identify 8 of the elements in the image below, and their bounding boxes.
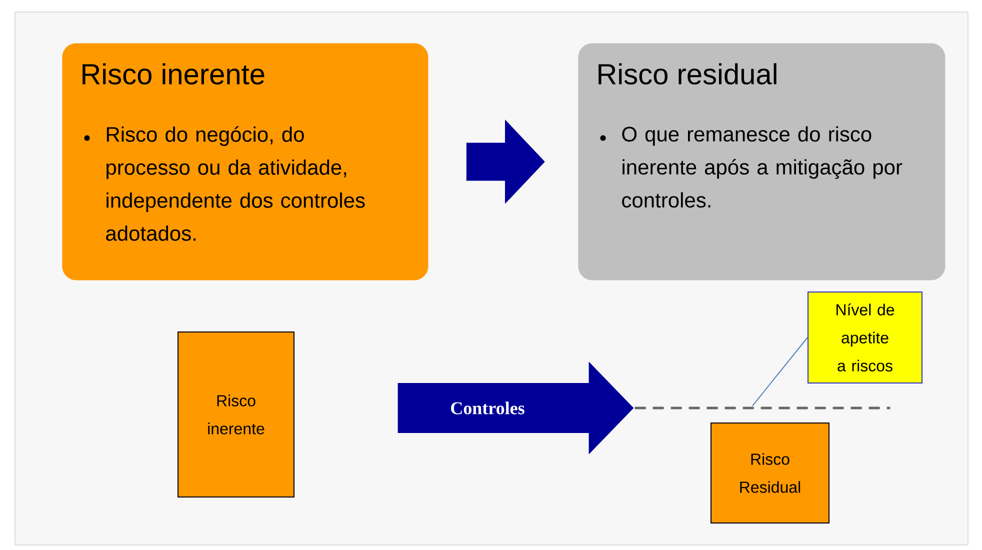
dashed-line — [634, 406, 890, 410]
card: Risco residual O que remanesce do risco inerente após a mitigação por controles. — [578, 43, 946, 280]
text-box: Nível de apetite a riscos — [808, 292, 922, 384]
arrow-label: Controles — [449, 400, 526, 416]
text-box: Risco Residual — [710, 422, 830, 524]
leader-line — [752, 337, 808, 406]
card: Risco inerente Risco do negócio, do processo ou da atividade, independente dos controles adotados. — [62, 43, 428, 280]
text-box: Risco inerente — [178, 332, 294, 498]
